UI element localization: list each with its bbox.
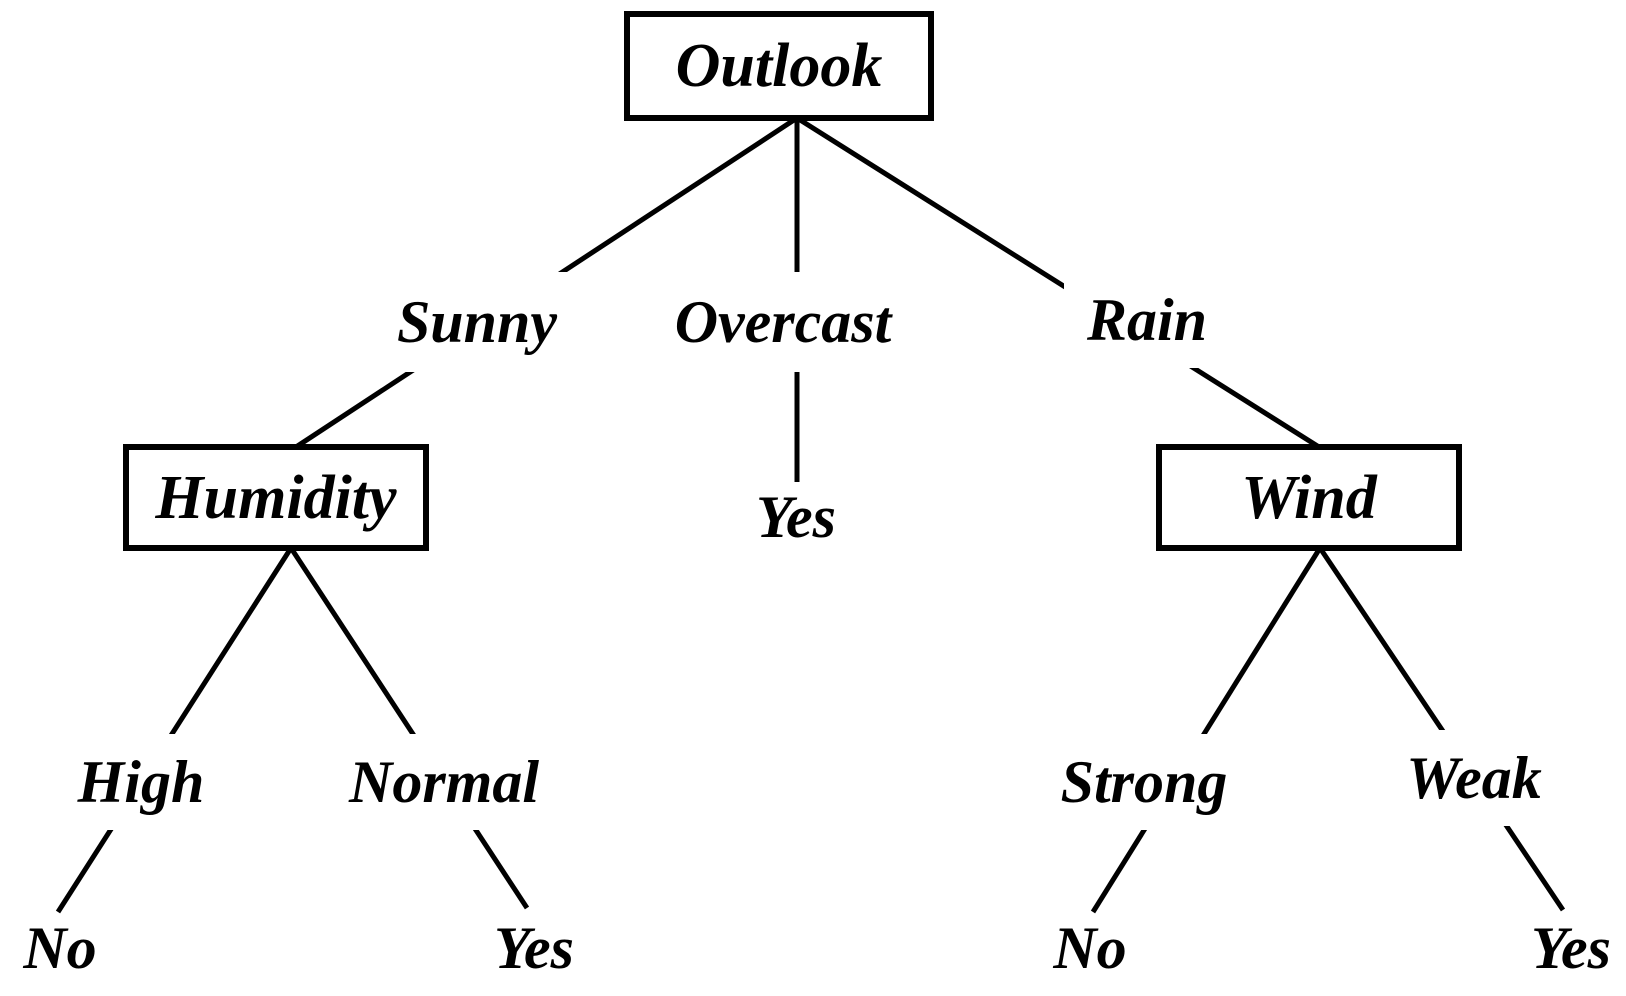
branch-label-high: High [77, 749, 205, 815]
branch-label-weak: Weak [1406, 745, 1542, 811]
edge-humidity-no [55, 546, 294, 914]
node-outlook-box [624, 11, 934, 121]
node-humidity-label: Humidity [154, 464, 397, 532]
branch-normal: Normal [336, 734, 552, 830]
edge-humidity-yes [288, 546, 530, 910]
branch-label-sunny: Sunny [397, 289, 557, 355]
leaf-yes-weak: Yes [1531, 915, 1611, 981]
edge-outlook-wind [795, 115, 1321, 450]
branch-label-rain-bg [1064, 272, 1230, 368]
branch-label-normal: Normal [348, 749, 539, 815]
branch-label-overcast: Overcast [675, 289, 894, 355]
branch-label-sunny-bg [382, 272, 572, 372]
branch-high: High [57, 734, 225, 830]
node-outlook-label: Outlook [676, 32, 883, 100]
node-wind: Wind [1156, 444, 1462, 551]
branch-label-strong: Strong [1061, 749, 1228, 815]
branch-label-strong-bg [1047, 734, 1245, 830]
branch-label-normal-bg [336, 734, 552, 830]
branch-label-weak-bg [1399, 730, 1549, 826]
edge-wind-no [1090, 546, 1323, 914]
leaf-no-high: No [22, 915, 96, 981]
branch-sunny: Sunny [382, 272, 572, 372]
node-humidity: Humidity [123, 444, 429, 551]
branch-label-high-bg [57, 734, 225, 830]
branch-label-rain: Rain [1086, 287, 1207, 353]
leaf-no-strong: No [1052, 915, 1126, 981]
branch-strong: Strong [1047, 734, 1245, 830]
leaf-yes-normal: Yes [494, 915, 574, 981]
node-outlook: Outlook [624, 11, 934, 121]
branch-rain: Rain [1064, 272, 1230, 368]
edge-wind-yes [1317, 546, 1566, 912]
node-humidity-box [123, 444, 429, 551]
leaf-yes-overcast: Yes [756, 484, 836, 550]
branch-overcast: Overcast [658, 272, 908, 372]
branch-weak: Weak [1399, 730, 1549, 826]
branch-label-overcast-bg [658, 272, 908, 372]
node-wind-label: Wind [1241, 464, 1378, 532]
node-wind-box [1156, 444, 1462, 551]
